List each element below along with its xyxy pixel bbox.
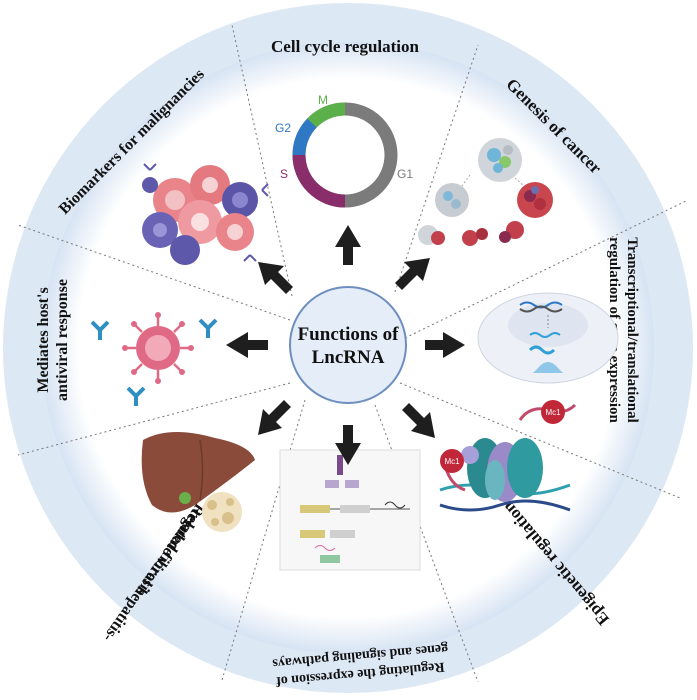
divider-1 (231, 24, 293, 297)
liver-illustration (141, 431, 255, 532)
mc1-badge-top (541, 400, 565, 424)
label-transcriptional-1: Transcriptional/translational (624, 237, 640, 423)
cell-cycle-ring: M G2 S G1 (275, 93, 413, 208)
arrow-down-left (258, 400, 291, 435)
arrow-down (335, 425, 361, 465)
cancer-genesis-illustration (418, 138, 553, 246)
center-disc (289, 286, 407, 404)
tumor-cluster-illustration (142, 163, 269, 265)
arrow-down-right (402, 403, 435, 438)
segment-dividers (17, 24, 689, 683)
divider-5 (374, 404, 479, 683)
signaling-pathway-illustration (279, 449, 421, 571)
divider-4 (399, 382, 681, 499)
mc1-label-left: Mc1 (444, 457, 460, 466)
virus-antibody-illustration (90, 312, 218, 406)
epigenetic-illustration: Mc1 Mc1 (439, 400, 577, 512)
label-cell-cycle: Cell cycle regulation (271, 37, 419, 56)
arrow-up (335, 225, 361, 265)
mc1-badge-left (440, 449, 464, 473)
m-arc (307, 102, 346, 128)
arrow-left (226, 332, 268, 358)
divider-6 (221, 399, 306, 681)
phase-g2-label: G2 (275, 121, 291, 135)
transcription-illustration (477, 292, 619, 384)
center-title-line2: LncRNA (312, 347, 385, 368)
phase-g1-label: G1 (397, 167, 413, 181)
arrow-up-right (395, 258, 430, 290)
label-antiviral-2: antiviral response (54, 279, 71, 401)
center-title-line1: Functions of (298, 324, 399, 345)
arrow-up-left (258, 262, 293, 294)
mc1-label-top: Mc1 (545, 408, 561, 417)
s-arc (292, 154, 346, 208)
arrows (226, 225, 465, 465)
divider-7 (17, 382, 291, 456)
g2-arc (292, 118, 317, 156)
divider-2 (394, 44, 479, 293)
phase-m-label: M (318, 93, 328, 107)
arrow-right (425, 332, 465, 358)
divider-8 (17, 224, 291, 321)
phase-s-label: S (280, 167, 288, 181)
label-antiviral-1: Mediates host's (35, 287, 52, 392)
